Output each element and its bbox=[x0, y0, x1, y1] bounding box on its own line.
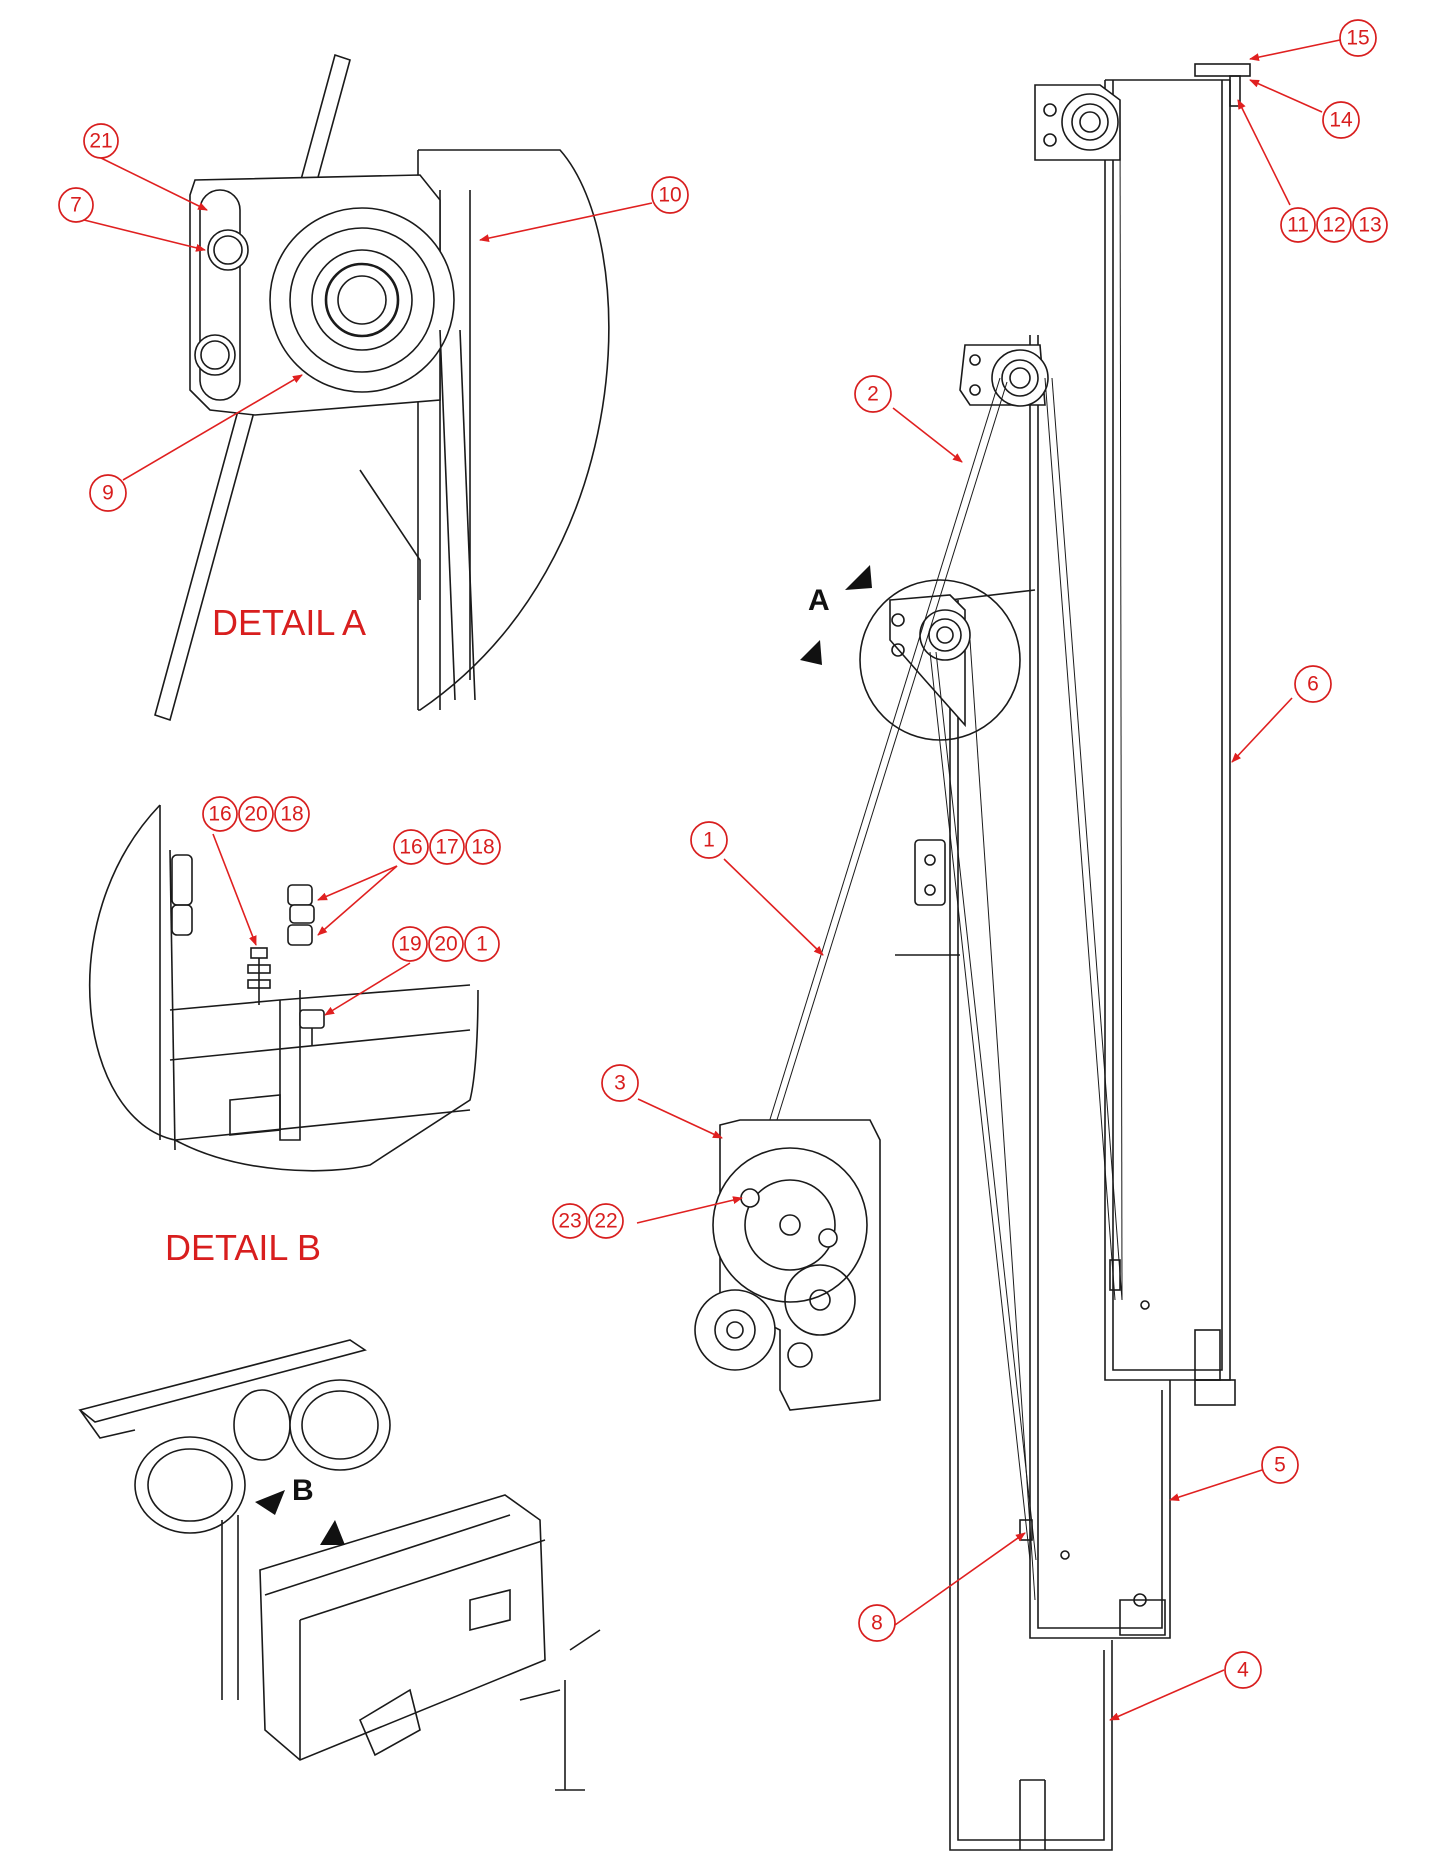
svg-text:16: 16 bbox=[399, 836, 422, 859]
svg-text:21: 21 bbox=[89, 130, 112, 153]
svg-text:23: 23 bbox=[558, 1210, 581, 1233]
svg-text:22: 22 bbox=[594, 1210, 617, 1233]
callout-1: 1 bbox=[690, 821, 728, 859]
svg-text:13: 13 bbox=[1358, 214, 1381, 237]
view-arrow-b: B bbox=[255, 1474, 345, 1545]
svg-text:20: 20 bbox=[434, 933, 457, 956]
svg-text:2: 2 bbox=[867, 383, 879, 406]
leader-lines bbox=[75, 39, 1341, 1721]
callout-10: 10 bbox=[651, 176, 689, 214]
detail-a-view bbox=[154, 53, 610, 722]
svg-text:19: 19 bbox=[398, 933, 421, 956]
svg-text:20: 20 bbox=[244, 803, 267, 826]
callout-8: 8 bbox=[858, 1604, 896, 1642]
callout-3: 3 bbox=[601, 1064, 639, 1102]
detail-a-title: DETAIL A bbox=[212, 602, 366, 643]
svg-text:A: A bbox=[808, 584, 830, 617]
svg-text:14: 14 bbox=[1329, 109, 1353, 132]
callout-9: 9 bbox=[89, 474, 127, 512]
svg-text:12: 12 bbox=[1322, 214, 1345, 237]
svg-text:9: 9 bbox=[102, 482, 114, 505]
svg-text:16: 16 bbox=[208, 803, 231, 826]
detail-b-view bbox=[88, 804, 479, 1172]
svg-text:1: 1 bbox=[703, 829, 715, 852]
callout-group-19-20-1: 19 20 1 bbox=[392, 926, 500, 962]
svg-text:15: 15 bbox=[1346, 27, 1369, 50]
callout-21: 21 bbox=[83, 123, 119, 159]
mast-assembly bbox=[694, 63, 1251, 1851]
svg-text:18: 18 bbox=[471, 836, 494, 859]
callout-group-16-17-18: 16 17 18 bbox=[393, 829, 501, 865]
callout-14: 14 bbox=[1322, 101, 1360, 139]
svg-text:7: 7 bbox=[70, 194, 82, 217]
callout-5: 5 bbox=[1261, 1446, 1299, 1484]
callout-6: 6 bbox=[1294, 665, 1332, 703]
callout-group-23-22: 23 22 bbox=[552, 1203, 624, 1239]
svg-text:17: 17 bbox=[435, 836, 458, 859]
svg-text:4: 4 bbox=[1237, 1659, 1249, 1682]
callout-2: 2 bbox=[854, 375, 892, 413]
svg-text:10: 10 bbox=[658, 184, 681, 207]
callout-group-11-12-13: 11 12 13 bbox=[1280, 207, 1388, 243]
svg-text:8: 8 bbox=[871, 1612, 883, 1635]
svg-text:18: 18 bbox=[280, 803, 303, 826]
svg-text:B: B bbox=[292, 1474, 314, 1507]
callout-4: 4 bbox=[1224, 1651, 1262, 1689]
svg-text:11: 11 bbox=[1287, 214, 1309, 237]
detail-b-title: DETAIL B bbox=[165, 1227, 321, 1268]
callout-7: 7 bbox=[58, 187, 94, 223]
svg-text:5: 5 bbox=[1274, 1454, 1286, 1477]
svg-text:3: 3 bbox=[614, 1072, 626, 1095]
callout-15: 15 bbox=[1339, 19, 1377, 57]
light-tower-overview bbox=[78, 1339, 601, 1791]
svg-text:6: 6 bbox=[1307, 673, 1319, 696]
callout-group-16-20-18-a: 16 20 18 bbox=[202, 796, 310, 832]
view-arrow-a: A bbox=[800, 565, 872, 665]
svg-text:1: 1 bbox=[476, 933, 488, 956]
